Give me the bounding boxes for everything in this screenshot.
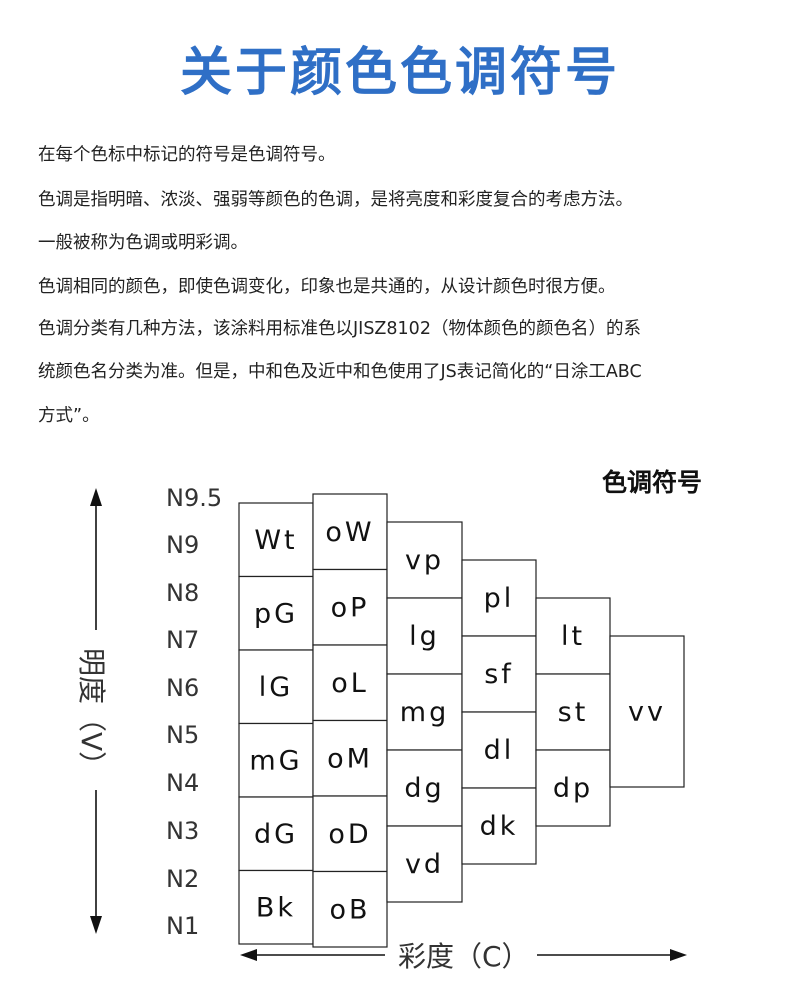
value-label: N3 — [166, 817, 199, 845]
tone-cell — [238, 722, 314, 798]
value-label: N1 — [166, 912, 199, 940]
tone-cell — [461, 635, 537, 713]
tone-label: oM — [327, 743, 373, 774]
intro-line-1: 在每个色标中标记的符号是色调符号。 — [38, 145, 336, 165]
tone-cell — [386, 597, 463, 675]
tone-label: vd — [405, 849, 444, 880]
tone-label: pG — [254, 598, 298, 629]
intro-line-5: 色调分类有几种方法，该涂料用标准色以JISZ8102（物体颜色的颜色名）的系 — [38, 319, 641, 339]
tone-label: lg — [409, 621, 440, 652]
lightness-axis-label: 明度（V） — [75, 648, 108, 779]
lightness-axis — [90, 488, 102, 934]
tone-label: lt — [561, 621, 585, 652]
tone-label: st — [558, 697, 589, 728]
page-title: 关于颜色色调符号 — [179, 43, 620, 103]
arrow-left-icon — [240, 949, 257, 961]
tone-label: dl — [484, 735, 515, 766]
tone-label: oD — [328, 819, 371, 850]
tone-cell — [312, 568, 388, 646]
tone-cell — [461, 711, 537, 789]
value-label: N2 — [166, 865, 199, 893]
tone-label: lG — [259, 672, 293, 703]
value-label: N4 — [166, 769, 199, 797]
value-label: N9 — [166, 531, 199, 559]
arrow-down-icon — [90, 916, 102, 934]
chroma-axis — [240, 949, 687, 961]
tone-cell — [312, 719, 388, 797]
tone-label: dG — [254, 819, 298, 850]
tone-cell — [535, 597, 611, 675]
tone-cell — [312, 493, 388, 571]
tone-cell — [461, 787, 537, 865]
tone-label: mG — [249, 745, 302, 776]
tone-label: mg — [400, 697, 449, 728]
arrow-right-icon — [670, 949, 687, 961]
value-label: N5 — [166, 721, 199, 749]
tone-label: Bk — [256, 892, 296, 923]
arrow-up-icon — [90, 488, 102, 506]
tone-cell — [238, 796, 314, 872]
chroma-axis-label: 彩度（C） — [398, 940, 530, 973]
intro-line-2: 色调是指明暗、浓淡、强弱等颜色的色调，是将亮度和彩度复合的考虑方法。 — [38, 190, 633, 210]
tone-cell — [238, 502, 314, 578]
value-label: N7 — [166, 626, 199, 654]
tone-label: dk — [480, 811, 519, 842]
tone-cell — [312, 644, 388, 722]
value-label: N6 — [166, 674, 199, 702]
tone-cell — [535, 673, 611, 751]
tone-cell — [609, 635, 685, 788]
tone-label: pl — [484, 583, 515, 614]
tone-cell — [238, 869, 314, 945]
value-label: N8 — [166, 579, 199, 607]
tone-grid: Wt pG lG mG dG Bk oW oP oL oM oD oB vp lg mg dg vd pl sf dl… — [238, 493, 685, 948]
tone-label: sf — [484, 659, 514, 690]
tone-label: oP — [331, 592, 370, 623]
value-label: N9.5 — [166, 484, 222, 512]
intro-line-7: 方式”。 — [38, 406, 100, 426]
tone-label: dp — [553, 773, 593, 804]
tone-label: oL — [331, 668, 369, 699]
tone-label: Wt — [254, 525, 297, 556]
tone-label: oW — [325, 517, 374, 548]
tone-label: oB — [329, 894, 370, 925]
tone-cell — [386, 521, 463, 599]
tone-label: vv — [628, 697, 666, 728]
tone-cell — [312, 870, 388, 948]
intro-line-4: 色调相同的颜色，即使色调变化，印象也是共通的，从设计颜色时很方便。 — [38, 277, 616, 297]
diagram-title: 色调符号 — [602, 468, 702, 497]
value-labels: N9.5 N9 N8 N7 N6 N5 N4 N3 N2 N1 — [166, 484, 222, 940]
intro-line-3: 一般被称为色调或明彩调。 — [38, 233, 248, 253]
tone-cell — [535, 749, 611, 827]
tone-label: dg — [404, 773, 444, 804]
tone-label: vp — [405, 545, 444, 576]
intro-line-6: 统颜色名分类为准。但是，中和色及近中和色使用了JS表记简化的“日涂工ABC — [38, 362, 642, 382]
